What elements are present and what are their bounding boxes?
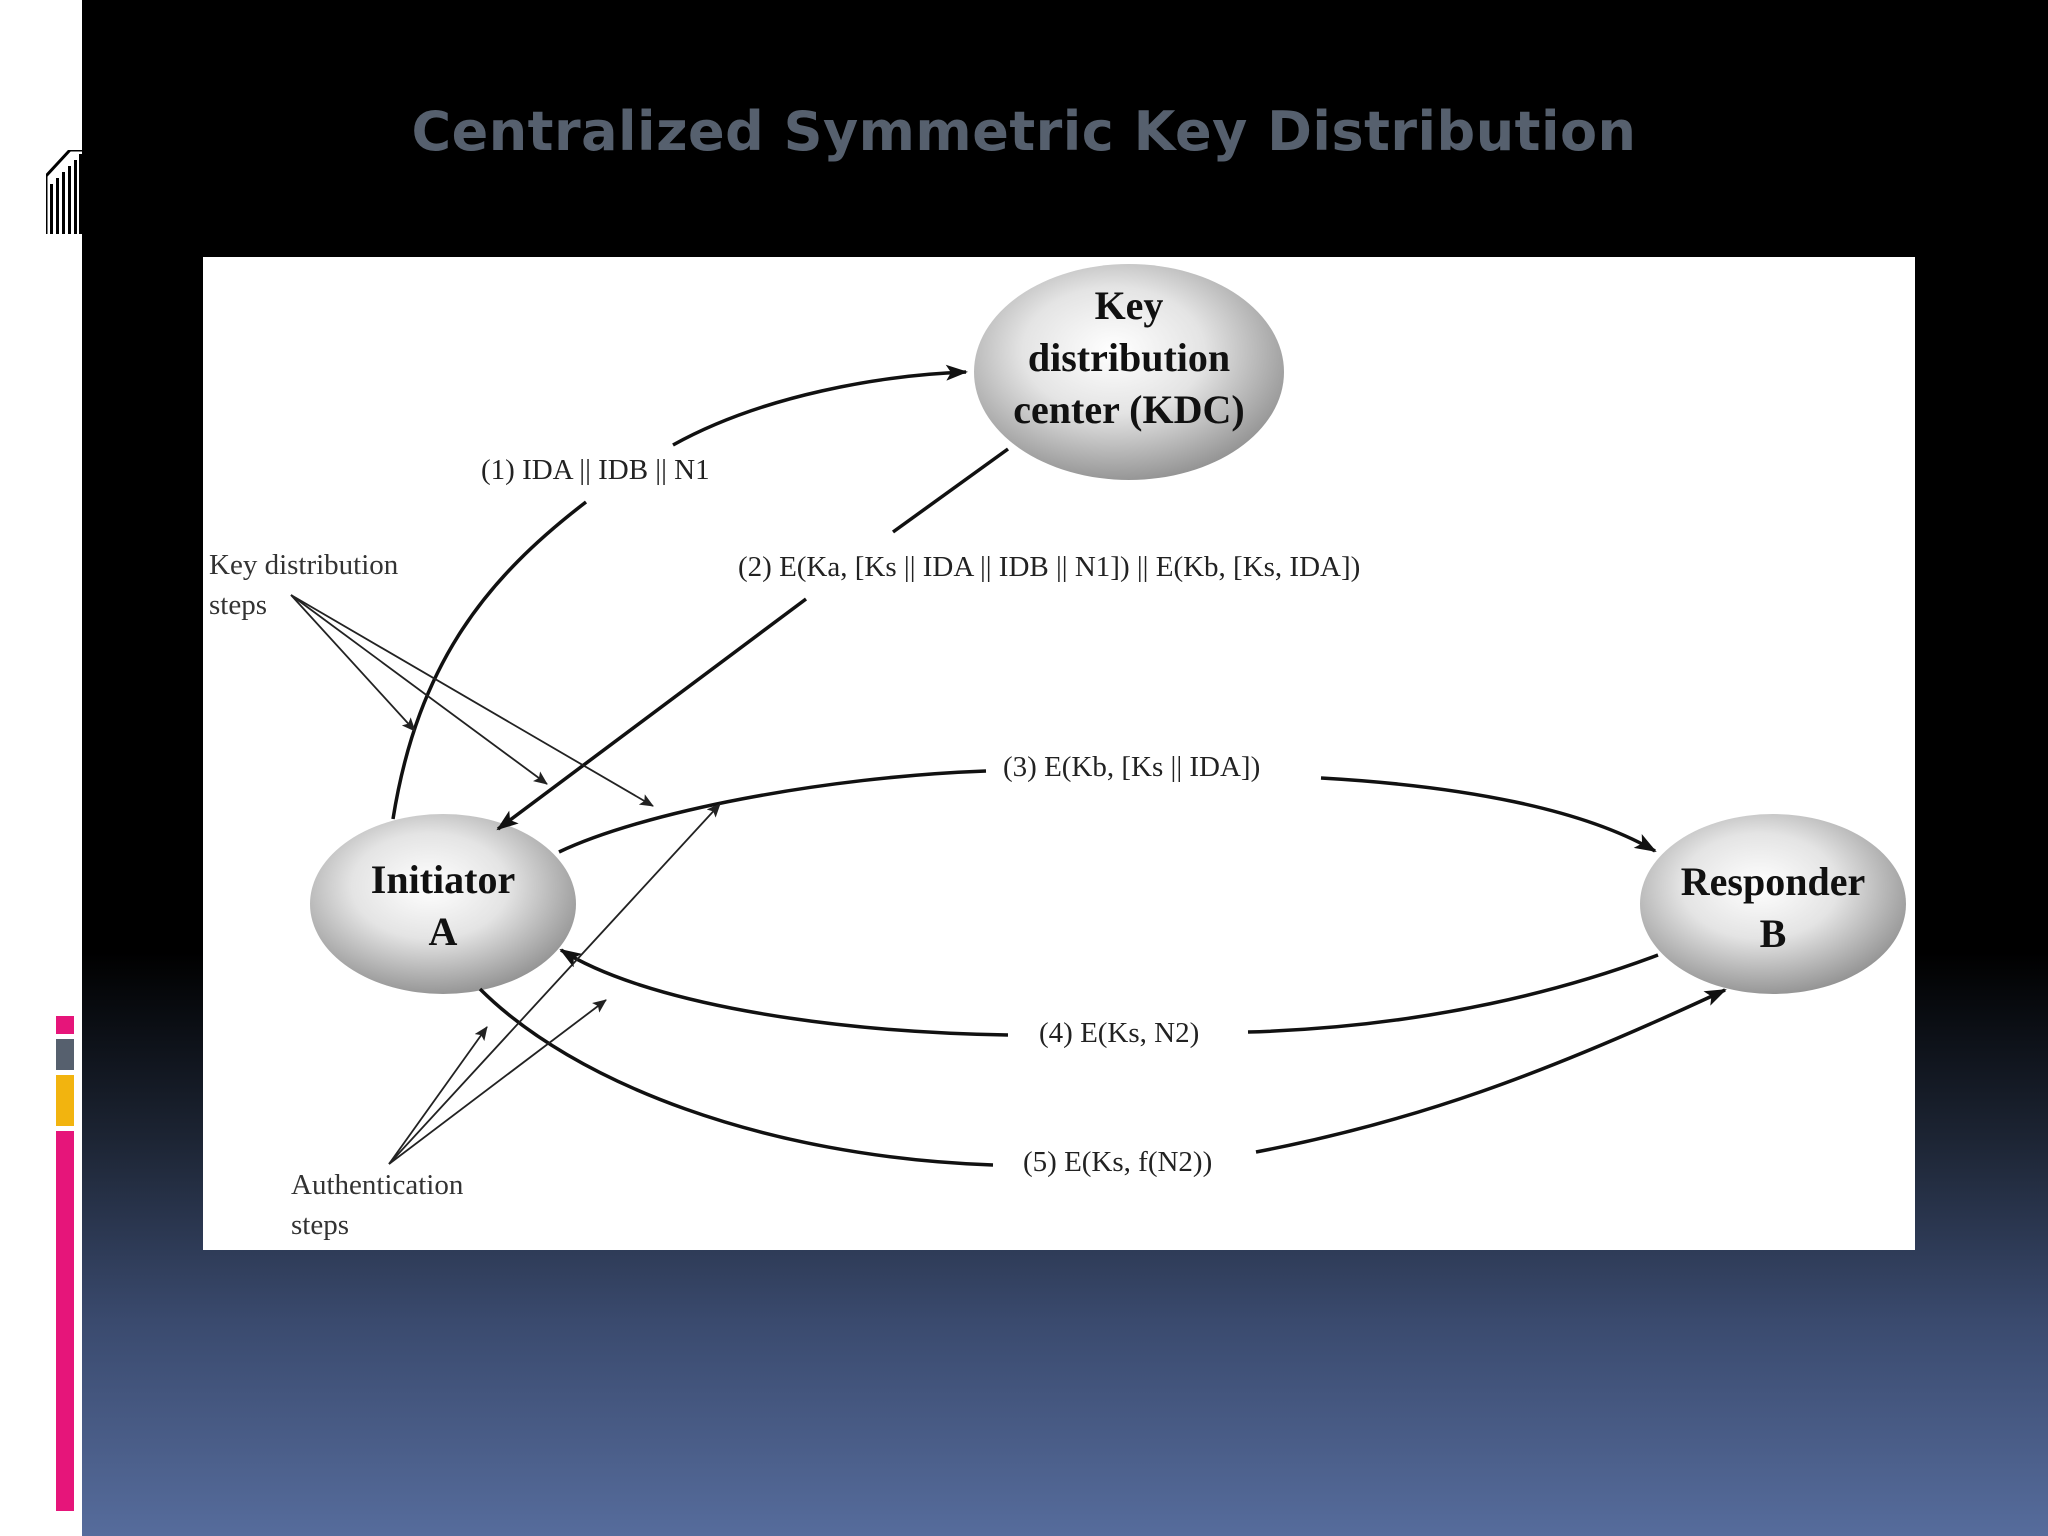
flow-arrow-3-end — [1320, 776, 1657, 853]
flow-arrow-1-head — [672, 364, 968, 447]
initiator-node: Initiator A — [310, 814, 576, 994]
accent-stripe-slate — [56, 1039, 74, 1070]
diagram-canvas: Key distribution center (KDC) Initiator … — [209, 264, 1906, 1241]
flow-arrow-4-start — [1247, 953, 1659, 1034]
responder-node: Responder B — [1640, 814, 1906, 994]
corner-logo-icon — [46, 150, 82, 234]
flow-arrow-2 — [891, 447, 1010, 534]
flow-arrow-5-end — [1255, 988, 1727, 1154]
authentication-note-line-2: steps — [291, 1209, 349, 1241]
authentication-note-line-1: Authentication — [291, 1169, 464, 1201]
flow-arrow-3-start — [558, 769, 987, 854]
key-distribution-pointers — [290, 594, 654, 807]
accent-stripe-pink-top — [56, 1016, 74, 1034]
kdc-node: Key distribution center (KDC) — [974, 264, 1284, 480]
flow-arrow-5-start — [478, 987, 994, 1167]
accent-stripe-pink — [56, 1131, 74, 1511]
message-3-label: (3) E(Kb, [Ks || IDA]) — [1003, 751, 1260, 783]
kdc-label-line-3: center (KDC) — [1013, 387, 1244, 432]
message-2-label: (2) E(Ka, [Ks || IDA || IDB || N1]) || E… — [738, 551, 1360, 583]
left-margin-strip — [0, 0, 82, 1536]
flow-arrow-4-end — [559, 948, 1009, 1037]
message-5-label: (5) E(Ks, f(N2)) — [1023, 1146, 1212, 1178]
key-distribution-note-line-2: steps — [209, 589, 267, 621]
kdc-label-line-2: distribution — [1028, 335, 1230, 380]
initiator-label-line-1: Initiator — [371, 857, 515, 902]
responder-label-line-1: Responder — [1681, 859, 1865, 904]
initiator-label-line-2: A — [429, 909, 458, 954]
flow-arrow-1 — [391, 500, 588, 820]
key-distribution-diagram: Key distribution center (KDC) Initiator … — [203, 257, 1915, 1250]
slide-title: Centralized Symmetric Key Distribution — [411, 100, 1637, 163]
message-4-label: (4) E(Ks, N2) — [1039, 1017, 1199, 1049]
authentication-pointers — [388, 803, 721, 1165]
responder-label-line-2: B — [1760, 911, 1787, 956]
kdc-label-line-1: Key — [1095, 283, 1164, 328]
message-1-label: (1) IDA || IDB || N1 — [481, 454, 710, 486]
key-distribution-note-line-1: Key distribution — [209, 549, 399, 581]
flow-arrow-2-head — [496, 597, 808, 831]
accent-stripe-gold — [56, 1075, 74, 1126]
